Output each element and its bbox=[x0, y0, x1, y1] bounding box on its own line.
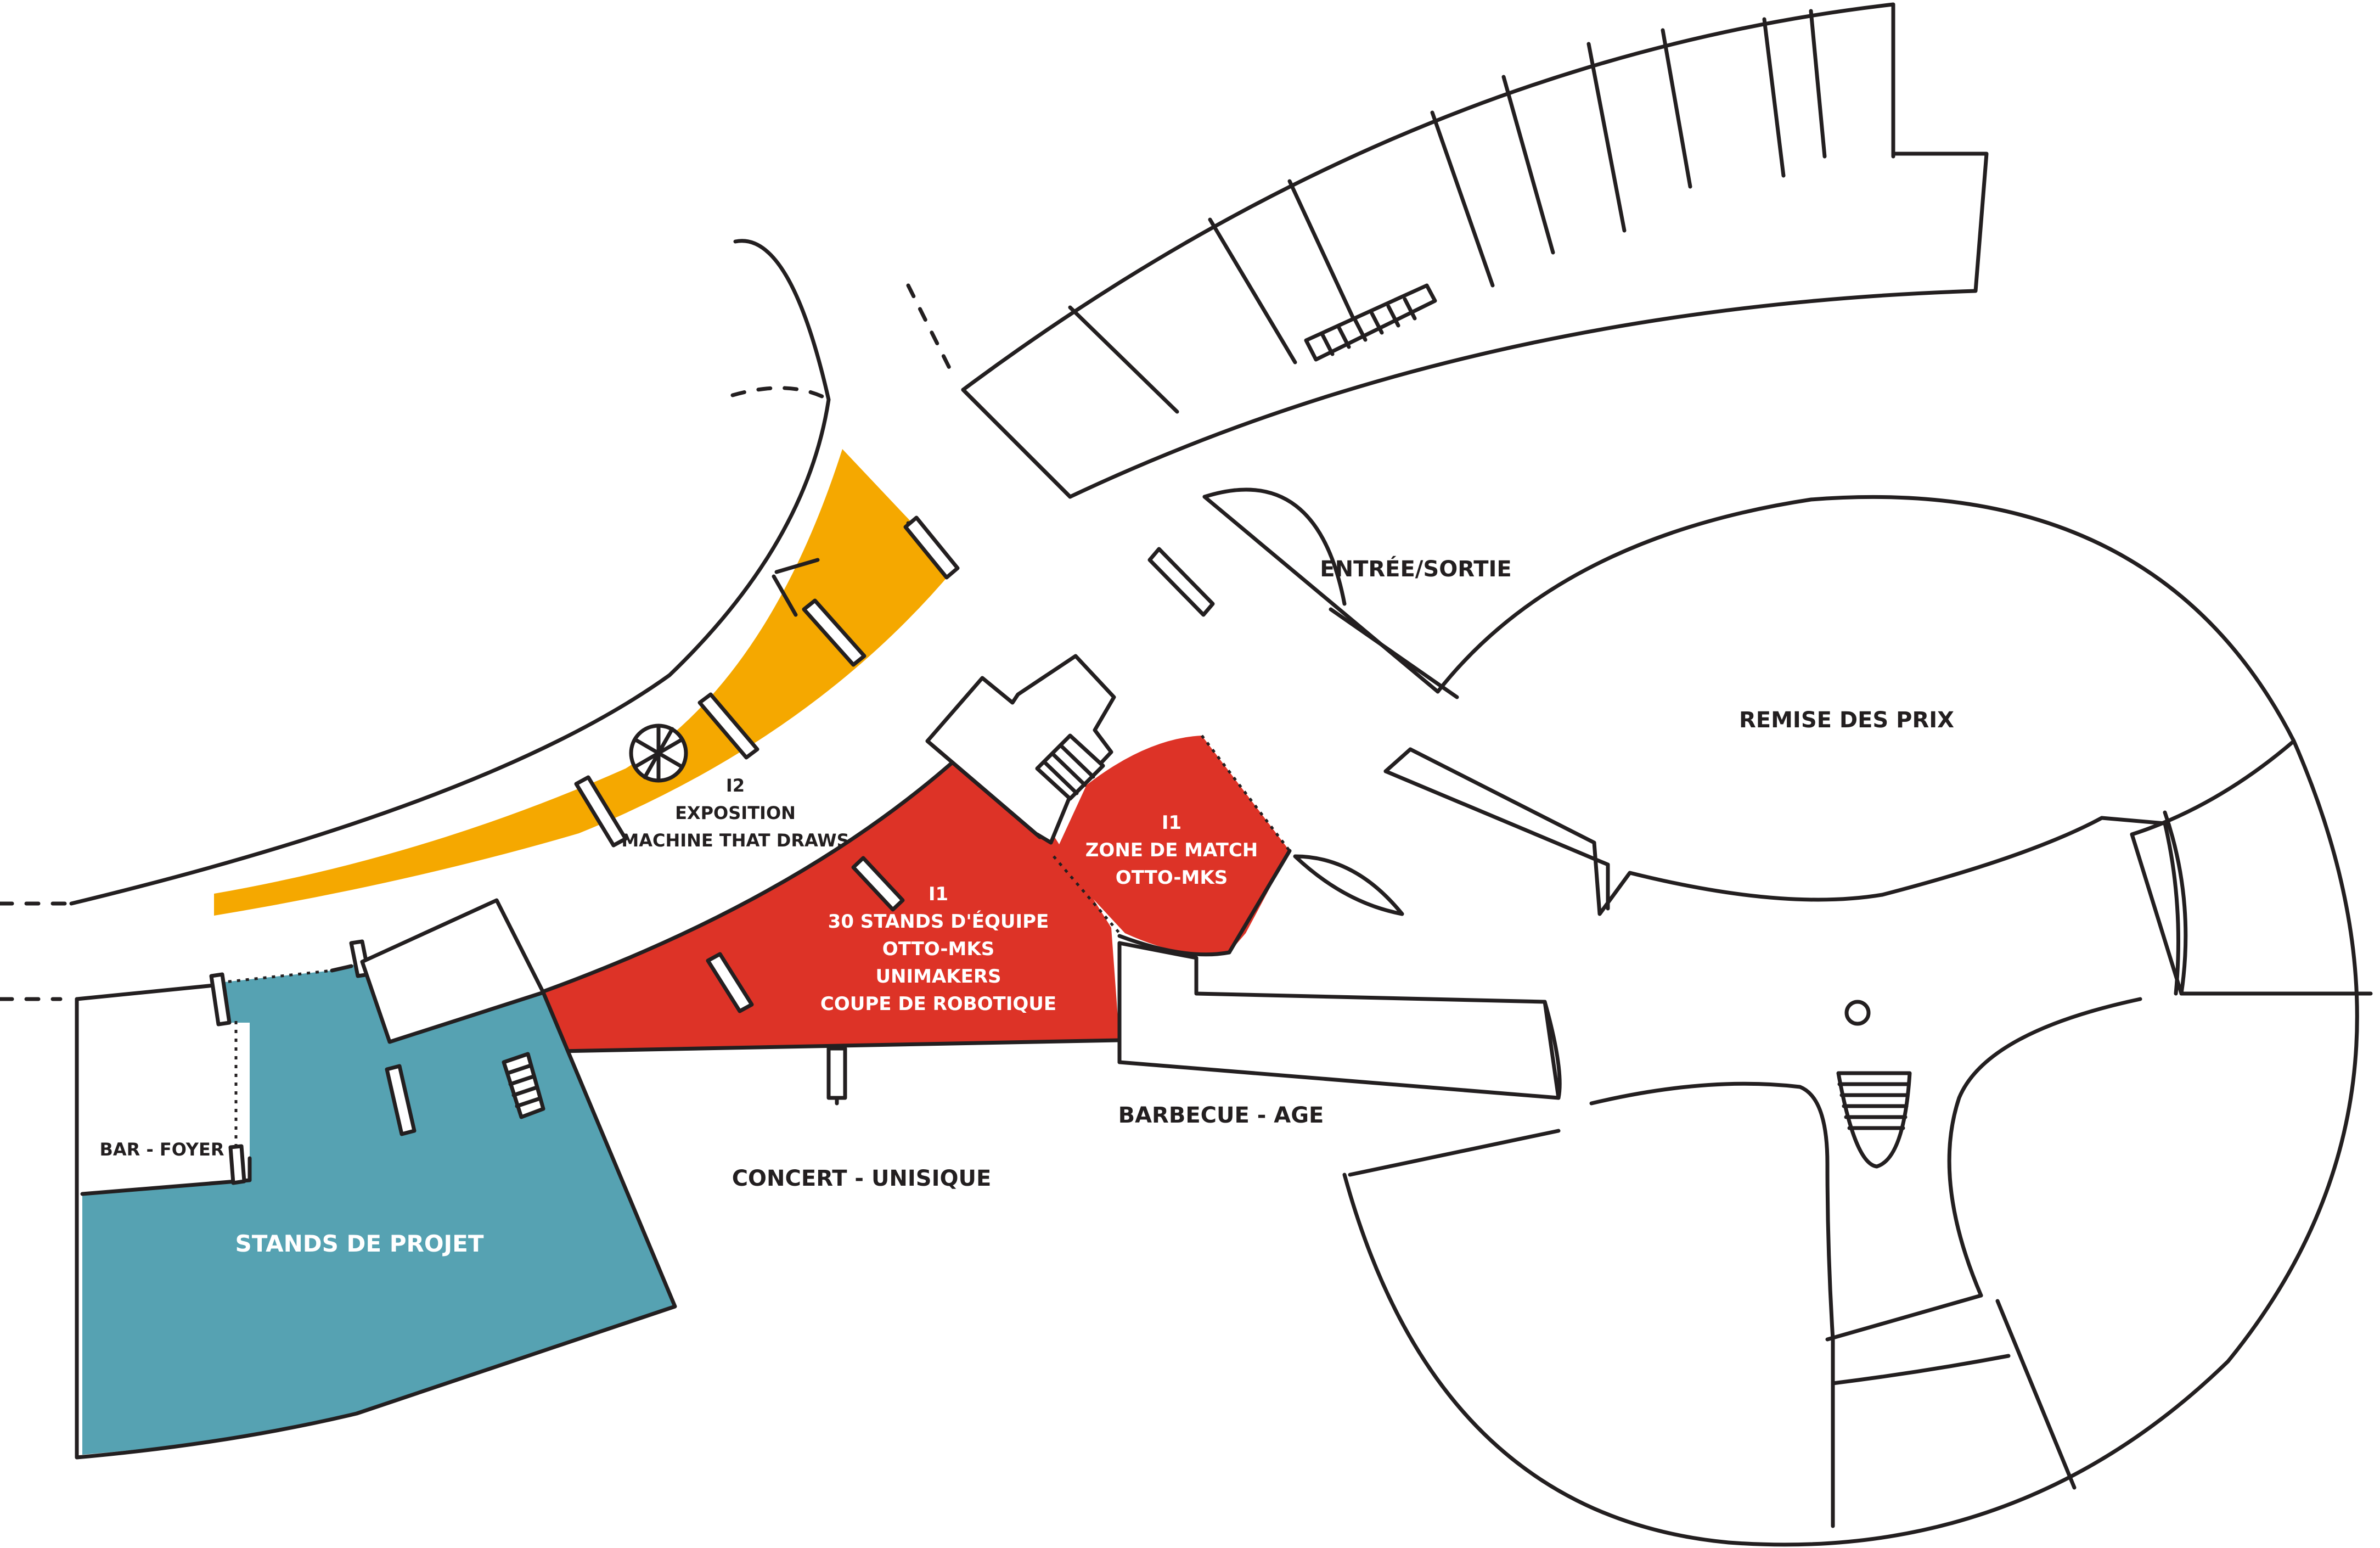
zone-i1-match: I1 ZONE DE MATCH OTTO-MKS bbox=[1053, 734, 1292, 957]
barbecue-label: BARBECUE - AGE bbox=[1118, 1103, 1324, 1128]
stands-projet-label: STANDS DE PROJET bbox=[235, 1230, 484, 1257]
north-dashed-boundary bbox=[906, 283, 954, 375]
round-building: REMISE DES PRIX bbox=[1117, 495, 2373, 1547]
lens-shape bbox=[1293, 854, 1404, 916]
northeast-arc-building bbox=[961, 2, 1989, 499]
stairs-icon bbox=[1035, 733, 1105, 801]
central-buildings bbox=[925, 654, 1116, 845]
zone-i1-match-line2: OTTO-MKS bbox=[1116, 867, 1228, 889]
zone-i1-match-code: I1 bbox=[1162, 812, 1181, 834]
stairs-icon bbox=[1304, 283, 1437, 362]
zone-i1-stands-line4: COUPE DE ROBOTIQUE bbox=[820, 993, 1056, 1015]
stairs-icon bbox=[502, 1052, 545, 1119]
stairs-icon bbox=[1836, 1071, 1912, 1169]
entree-sortie-label: ENTRÉE/SORTIE bbox=[1320, 556, 1511, 582]
zone-i2-code: I2 bbox=[726, 775, 745, 796]
entrance-area: ENTRÉE/SORTIE bbox=[1147, 487, 1512, 699]
zone-i1-match-line1: ZONE DE MATCH bbox=[1085, 839, 1258, 861]
zone-i1-stands-line2: OTTO-MKS bbox=[882, 938, 994, 960]
remise-des-prix-label: REMISE DES PRIX bbox=[1739, 708, 1954, 733]
zone-stands-projet: BAR - FOYER STANDS DE PROJET bbox=[0, 898, 677, 1460]
zone-i1-stands-area bbox=[541, 760, 1119, 1051]
zone-i1-stands: I1 30 STANDS D'ÉQUIPE OTTO-MKS UNIMAKERS… bbox=[538, 758, 1122, 1106]
zone-i2-subtitle: MACHINE THAT DRAWS bbox=[621, 830, 849, 851]
bar-foyer-label: BAR - FOYER bbox=[100, 1139, 224, 1160]
spiral-staircase-icon bbox=[629, 723, 688, 783]
zone-i1-stands-line3: UNIMAKERS bbox=[875, 966, 1001, 988]
zone-i2-exposition: I2 EXPOSITION MACHINE THAT DRAWS bbox=[0, 239, 960, 916]
zone-i2-title: EXPOSITION bbox=[675, 803, 796, 823]
pillar-icon bbox=[1844, 1000, 1871, 1026]
zone-i1-match-area bbox=[1054, 736, 1290, 955]
concert-label: CONCERT - UNISIQUE bbox=[732, 1166, 992, 1191]
zone-i1-stands-line1: 30 STANDS D'ÉQUIPE bbox=[828, 910, 1049, 933]
zone-i1-stands-code: I1 bbox=[929, 883, 948, 905]
zone-i2-area bbox=[214, 449, 955, 916]
